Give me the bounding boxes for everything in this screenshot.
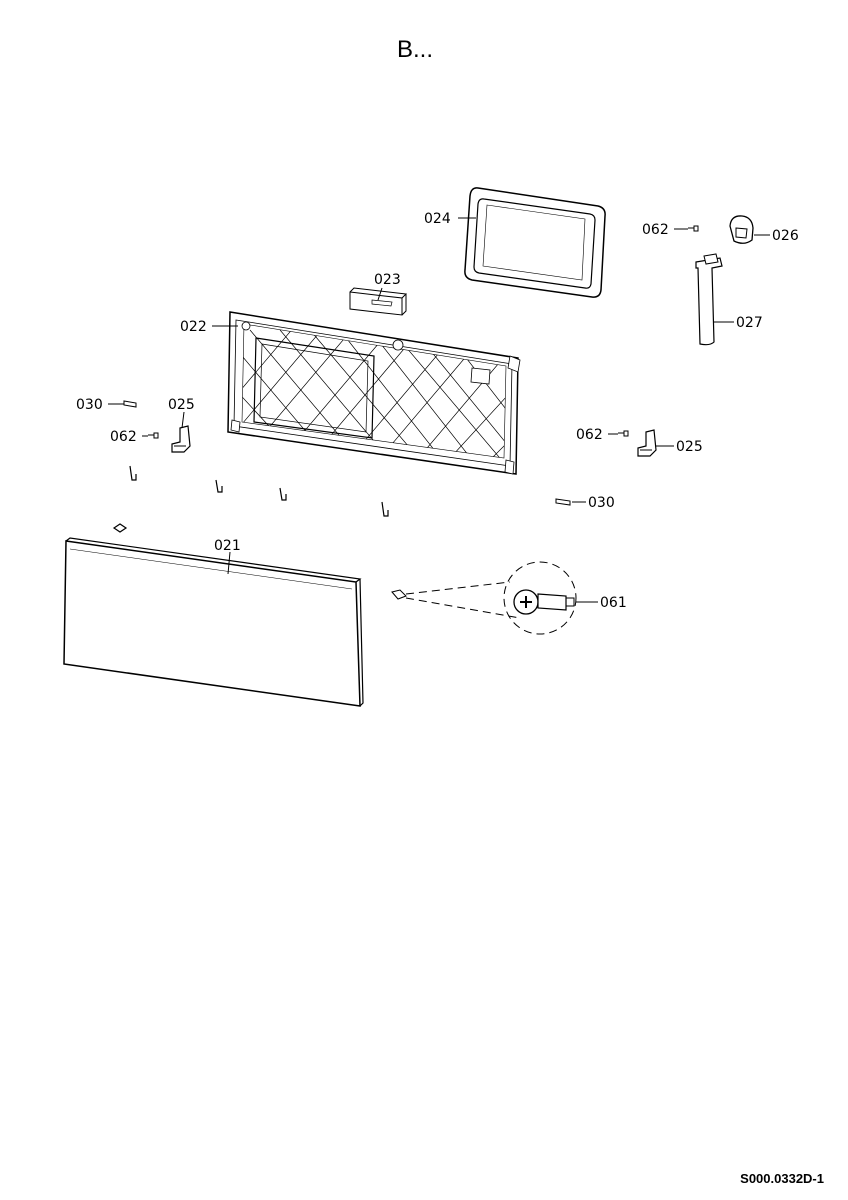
page-title: B... [396,36,433,63]
part-026-hinge-cap [729,215,754,244]
label-062-left: 062 [110,429,137,445]
label-024: 024 [424,211,451,227]
part-027-hinge-arm [695,253,723,346]
label-021: 021 [214,538,241,554]
label-022: 022 [180,319,207,335]
part-025-hinge-bracket-left [171,425,191,453]
part-030-pin-left [123,400,137,408]
part-062-screw-top [688,225,699,232]
label-030-left: 030 [76,397,103,413]
leader-lines [108,217,770,603]
drawing-code: S000.0332D-1 [740,1171,824,1186]
label-027: 027 [736,315,763,331]
part-025-hinge-bracket-right [637,429,657,457]
part-023-clip [349,287,408,316]
part-024-gasket [464,187,606,298]
part-030-pin-right [555,498,571,506]
label-061: 061 [600,595,627,611]
label-062-right: 062 [576,427,603,443]
part-062-screw-left [148,432,159,439]
small-clips [112,465,389,533]
label-025-right: 025 [676,439,703,455]
label-030-right: 030 [588,495,615,511]
part-022-inner-panel [227,311,521,475]
label-026: 026 [772,228,799,244]
part-062-screw-right [618,430,629,437]
label-062-top: 062 [642,222,669,238]
label-023: 023 [374,272,401,288]
label-025-left: 025 [168,397,195,413]
part-021-outer-panel [63,537,364,707]
part-061-detail-callout [391,561,577,635]
